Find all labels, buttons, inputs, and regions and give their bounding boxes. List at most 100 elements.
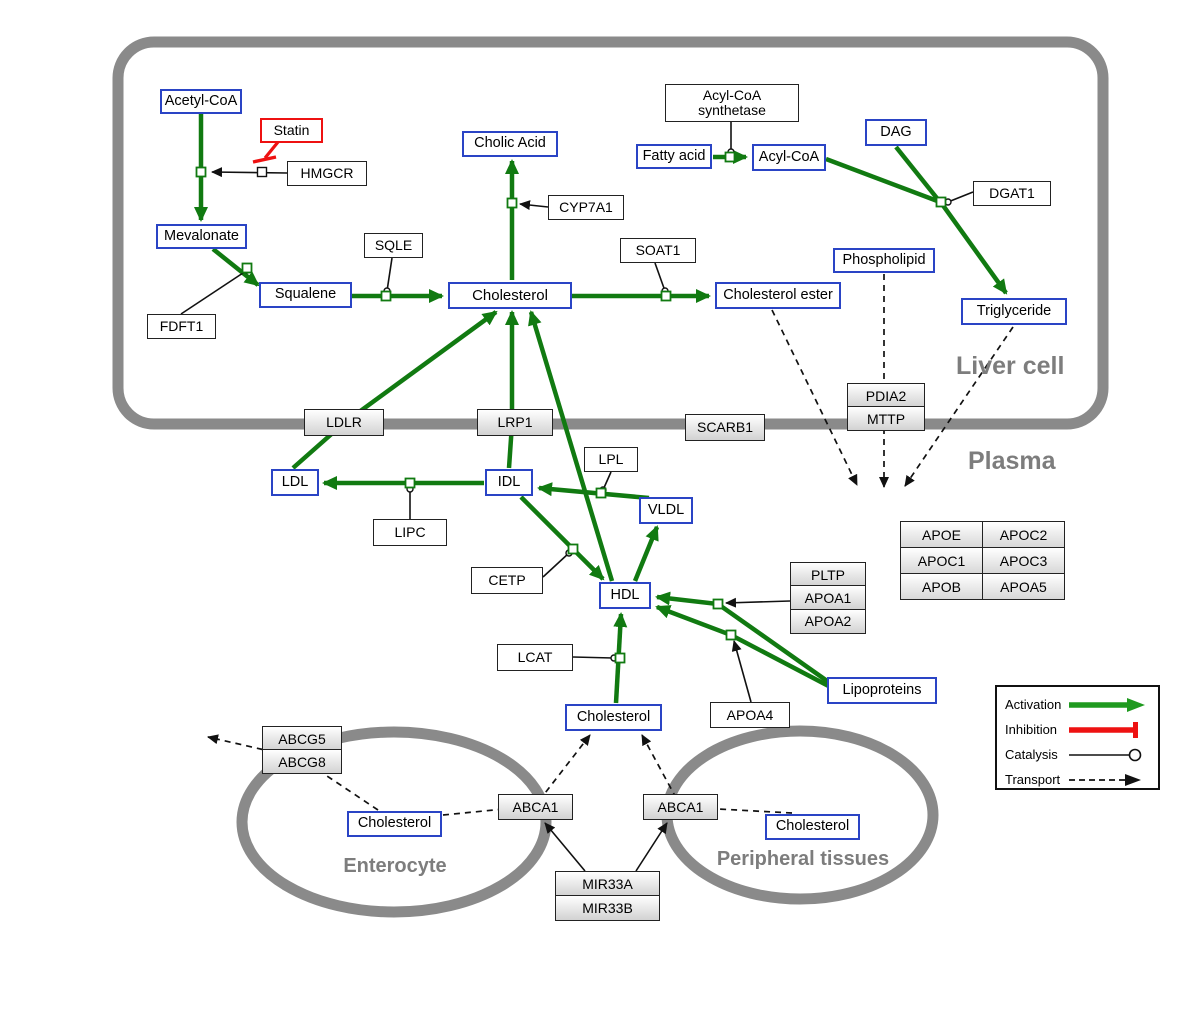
- node-apoc3[interactable]: APOC3: [983, 548, 1065, 574]
- node-apob[interactable]: APOB: [901, 574, 983, 600]
- stack-mir33: MIR33A MIR33B: [555, 871, 660, 922]
- node-sqle[interactable]: SQLE: [364, 233, 423, 258]
- liver-cell-outline: [112, 36, 1109, 430]
- edge-dgat1node-triglyceride: [940, 202, 1008, 295]
- transport-dashed-arrow-icon: [1069, 773, 1141, 786]
- edge-cholesterylester-plasma: [771, 309, 858, 486]
- apolipoprotein-table: APOE APOC2 APOC1 APOC3 APOB APOA5: [900, 521, 1065, 600]
- node-abca1-right[interactable]: ABCA1: [643, 794, 718, 820]
- edge-mevalonate-squalene: [211, 247, 260, 287]
- node-cholesterol-peripheral[interactable]: Cholesterol: [765, 814, 860, 840]
- edge-apoa4-catalysis: [731, 640, 752, 703]
- enterocyte-outline: [236, 726, 552, 918]
- node-apoc1[interactable]: APOC1: [901, 548, 983, 574]
- node-apoa4[interactable]: APOA4: [710, 702, 790, 728]
- node-vldl[interactable]: VLDL: [639, 497, 693, 524]
- peripheral-tissues-label: Peripheral tissues: [716, 848, 890, 870]
- node-fatty-acid[interactable]: Fatty acid: [636, 144, 712, 169]
- node-cholesterol-plasma[interactable]: Cholesterol: [565, 704, 662, 731]
- node-apoa2[interactable]: APOA2: [790, 608, 866, 634]
- node-acyl-coa-synthetase[interactable]: Acyl-CoA synthetase: [665, 84, 799, 122]
- node-soat1[interactable]: SOAT1: [620, 238, 696, 263]
- node-squalene[interactable]: Squalene: [259, 282, 352, 308]
- node-pdia2[interactable]: PDIA2: [847, 383, 925, 408]
- legend-row-transport: Transport: [997, 767, 1158, 792]
- node-lcat[interactable]: LCAT: [497, 644, 573, 671]
- node-acetyl-coa[interactable]: Acetyl-CoA: [160, 89, 242, 114]
- node-abca1-left[interactable]: ABCA1: [498, 794, 573, 820]
- node-scarb1[interactable]: SCARB1: [685, 414, 765, 441]
- inhibition-tbar-icon: [1069, 721, 1138, 738]
- node-fdft1[interactable]: FDFT1: [147, 314, 216, 339]
- node-apoe[interactable]: APOE: [901, 522, 983, 548]
- enterocyte-label: Enterocyte: [343, 855, 447, 877]
- legend-row-inhibition: Inhibition: [997, 717, 1158, 742]
- reaction-nodes: [195, 151, 947, 664]
- hmgcr-anchor-square: [256, 166, 268, 178]
- edge-ldl-ldlr-cholesterol: [291, 310, 498, 470]
- edge-cyp7a1-catalysis: [519, 200, 549, 211]
- edge-statin-inhibition: [252, 140, 280, 178]
- node-mir33a[interactable]: MIR33A: [555, 871, 660, 897]
- node-dgat1[interactable]: DGAT1: [973, 181, 1051, 206]
- plasma-label: Plasma: [968, 447, 1056, 475]
- legend-transport-label: Transport: [1005, 772, 1061, 787]
- legend: Activation Inhibition Catalysis Transpor…: [995, 685, 1160, 790]
- node-apoa1[interactable]: APOA1: [790, 585, 866, 611]
- legend-activation-label: Activation: [1005, 697, 1062, 712]
- node-lipoproteins[interactable]: Lipoproteins: [827, 677, 937, 704]
- edge-acylcoa-dgat1node: [825, 156, 941, 205]
- node-pltp[interactable]: PLTP: [790, 562, 866, 587]
- edge-hmgcr-catalysis: [211, 167, 288, 178]
- node-triglyceride[interactable]: Triglyceride: [961, 298, 1067, 325]
- node-acyl-coa[interactable]: Acyl-CoA: [752, 144, 826, 171]
- node-hmgcr[interactable]: HMGCR: [287, 161, 367, 186]
- node-lpl[interactable]: LPL: [584, 447, 638, 472]
- legend-catalysis-label: Catalysis: [1005, 747, 1058, 762]
- edge-cetp-catalysis: [542, 552, 570, 578]
- node-ldl[interactable]: LDL: [271, 469, 319, 496]
- node-cholic-acid[interactable]: Cholic Acid: [462, 131, 558, 157]
- node-cholesterol-ester[interactable]: Cholesterol ester: [715, 282, 841, 309]
- stack-abcg5-abcg8: ABCG5 ABCG8: [262, 726, 342, 775]
- node-dag[interactable]: DAG: [865, 119, 927, 146]
- node-idl[interactable]: IDL: [485, 469, 533, 496]
- catalysis-circle-icon: [1069, 748, 1142, 761]
- node-mir33b[interactable]: MIR33B: [555, 895, 660, 922]
- node-abcg5[interactable]: ABCG5: [262, 726, 342, 751]
- node-mevalonate[interactable]: Mevalonate: [156, 224, 247, 249]
- node-lrp1[interactable]: LRP1: [477, 409, 553, 436]
- edge-idl-hdl-cetp: [519, 495, 605, 581]
- node-lipc[interactable]: LIPC: [373, 519, 447, 546]
- node-apoa5[interactable]: APOA5: [983, 574, 1065, 600]
- edge-fdft1-catalysis: [180, 270, 247, 315]
- edge-mir33-abca1-left: [544, 822, 586, 872]
- node-statin[interactable]: Statin: [260, 118, 323, 143]
- liver-cell-label: Liver cell: [956, 352, 1065, 380]
- edge-idl-lrp1-cholesterol: [505, 310, 519, 469]
- edge-mir33-abca1-right: [635, 822, 668, 872]
- node-mttp[interactable]: MTTP: [847, 406, 925, 432]
- stack-pltp-apoa1-apoa2: PLTP APOA1 APOA2: [790, 562, 866, 634]
- node-hdl[interactable]: HDL: [599, 582, 651, 609]
- node-apoc2[interactable]: APOC2: [983, 522, 1065, 548]
- edge-vldl-idl: [537, 482, 650, 501]
- edge-hdl-vldl: [632, 525, 660, 582]
- edge-soat1-catalysis: [654, 262, 666, 292]
- legend-row-activation: Activation: [997, 692, 1158, 717]
- catalysis-edges: [180, 122, 974, 872]
- edge-dag-dgat1node: [894, 145, 942, 204]
- activation-arrow-icon: [1069, 697, 1145, 712]
- node-phospholipid[interactable]: Phospholipid: [833, 248, 935, 273]
- node-cholesterol-enterocyte[interactable]: Cholesterol: [347, 811, 442, 837]
- node-ldlr[interactable]: LDLR: [304, 409, 384, 436]
- node-cholesterol-liver[interactable]: Cholesterol: [448, 282, 572, 309]
- edge-hdl-cholesterol: [528, 310, 615, 582]
- node-cetp[interactable]: CETP: [471, 567, 543, 594]
- edge-sqle-catalysis: [386, 257, 393, 292]
- node-cyp7a1[interactable]: CYP7A1: [548, 195, 624, 220]
- stack-pdia2-mttp: PDIA2 MTTP: [847, 383, 925, 432]
- node-abcg8[interactable]: ABCG8: [262, 749, 342, 775]
